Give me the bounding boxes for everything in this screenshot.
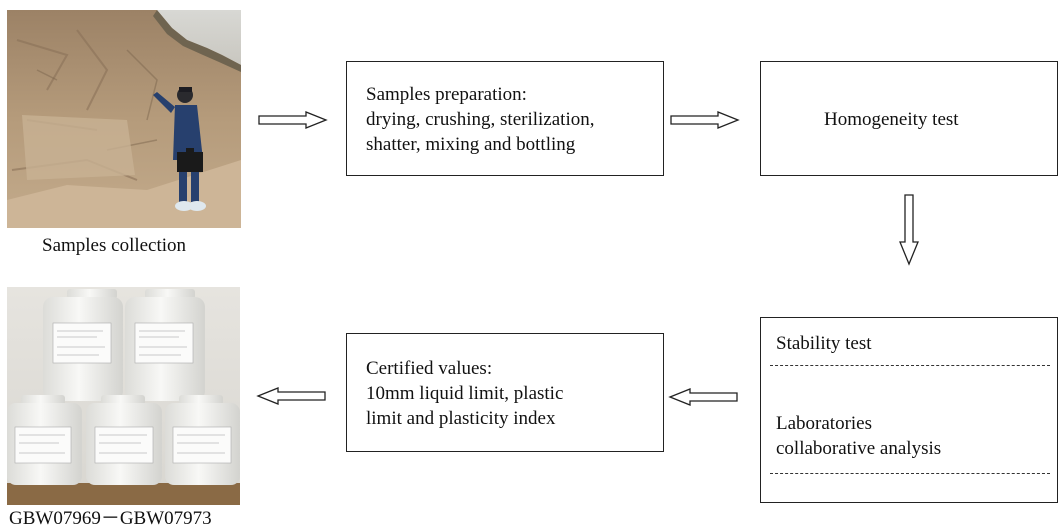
arrow-left-to-product [256,387,326,405]
product-caption: GBW07969－GBW07973 [9,508,212,529]
product-bottles-photo [7,287,240,505]
stability-divider-bottom [770,473,1050,474]
stability-text: Stability test [776,333,872,354]
preparation-box [346,61,664,176]
certified-text: Certified values: 10mm liquid limit, pla… [366,358,564,429]
arrow-left-to-certified [668,388,738,406]
samples-collection-photo [7,10,241,228]
homogeneity-text: Homogeneity test [824,109,959,130]
samples-collection-caption: Samples collection [42,235,187,256]
arrow-right-to-homogeneity [670,111,740,129]
stability-divider-top [770,365,1050,366]
arrow-right-to-preparation [258,111,328,129]
preparation-text: Samples preparation: drying, crushing, s… [366,84,595,155]
certified-box [346,333,664,452]
arrow-down-to-stability [899,194,919,266]
stability-box [760,317,1058,503]
laboratories-text: Laboratories collaborative analysis [776,413,942,459]
homogeneity-box [760,61,1058,176]
